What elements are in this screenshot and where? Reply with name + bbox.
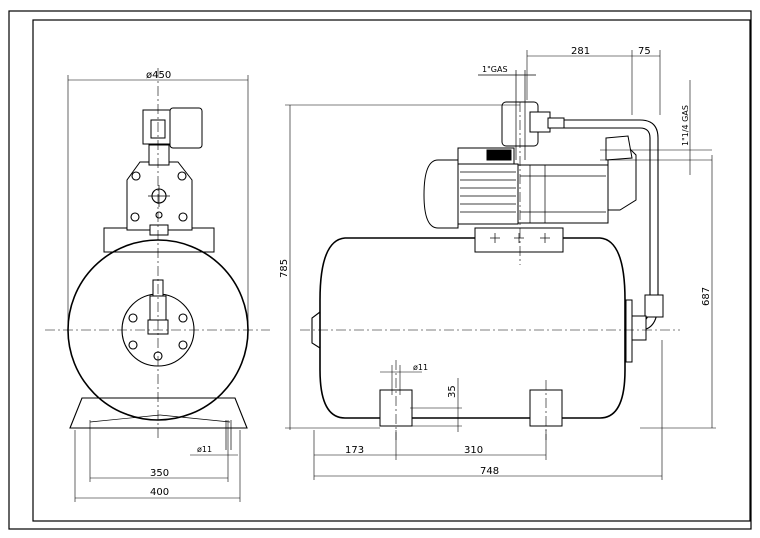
side-tank <box>319 237 626 419</box>
side-hole-label: ø11 <box>413 363 428 372</box>
front-hole-label: ø11 <box>197 445 212 454</box>
side-687-label: 687 <box>701 287 712 306</box>
side-pump-bracket <box>474 227 564 253</box>
side-motor-body <box>457 163 519 225</box>
side-view: 1"GAS 281 75 1"1/4 GAS 785 687 ø11 35 <box>279 46 716 480</box>
front-width-350-label: 350 <box>150 468 169 479</box>
side-pump-body <box>517 164 609 224</box>
side-35-label: 35 <box>447 385 458 398</box>
side-motor-cap <box>423 159 459 229</box>
front-base <box>69 397 248 429</box>
front-diameter-label: ø450 <box>146 70 171 81</box>
side-inlet-label: 1"GAS <box>482 65 508 74</box>
side-785-label: 785 <box>279 259 290 278</box>
side-748-label: 748 <box>480 466 499 477</box>
side-281-label: 281 <box>571 46 590 57</box>
front-view: ø450 350 400 ø11 <box>45 68 270 502</box>
front-motor-box <box>169 107 203 149</box>
side-310-label: 310 <box>464 445 483 456</box>
inner-frame <box>32 19 751 522</box>
side-75-label: 75 <box>638 46 651 57</box>
side-outlet-label: 1"1/4 GAS <box>681 105 690 146</box>
side-173-label: 173 <box>345 445 364 456</box>
outer-frame <box>8 10 752 530</box>
front-width-400-label: 400 <box>150 487 169 498</box>
